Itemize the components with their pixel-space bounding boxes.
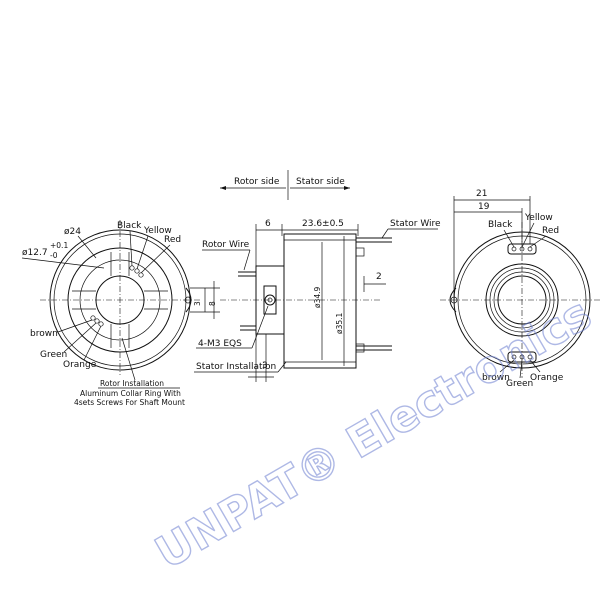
- rear-view: 21 19 Black Yellow Red brown Green Orang…: [440, 189, 600, 389]
- front-wire-yellow: Yellow: [143, 226, 172, 236]
- side-dia-349: ø34.9: [313, 286, 322, 308]
- watermark: UNPAT® Electronics: [147, 289, 600, 580]
- note-screws-shaft-mount: 4sets Screws For Shaft Mount: [74, 398, 185, 407]
- rear-wire-green: Green: [506, 379, 533, 389]
- side-dim-6: 6: [265, 219, 271, 229]
- bore-tolerance-upper: +0.1: [50, 241, 68, 250]
- rear-wire-orange: Orange: [530, 373, 564, 383]
- front-dim-8: 8: [208, 301, 217, 306]
- front-dia-bore: ø12.7: [22, 248, 48, 258]
- rear-wire-yellow: Yellow: [524, 213, 553, 223]
- rear-dim-19: 19: [478, 202, 490, 212]
- front-wire-brown: brown: [30, 329, 58, 339]
- label-stator-side: Stator side: [296, 177, 345, 187]
- side-view: Rotor side Stator side 6 23.6±0.5 Rotor …: [194, 170, 441, 382]
- bore-tolerance-lower: -0: [50, 251, 58, 260]
- side-dim-2: 2: [376, 272, 382, 282]
- rear-wire-brown: brown: [482, 373, 510, 383]
- side-rotor-wire: Rotor Wire: [202, 240, 250, 250]
- front-wire-black: Black: [117, 221, 142, 231]
- side-thread-spec: 4-M3 EQS: [198, 339, 242, 349]
- front-dia-outer: ø24: [64, 227, 81, 237]
- rear-wire-black: Black: [488, 220, 513, 230]
- side-stator-installation: Stator Installation: [196, 362, 276, 372]
- side-dim-length: 23.6±0.5: [302, 219, 344, 229]
- front-wire-green: Green: [40, 350, 67, 360]
- front-wire-red: Red: [164, 235, 181, 245]
- side-dia-351: ø35.1: [335, 312, 344, 334]
- rear-dim-21: 21: [476, 189, 487, 199]
- rear-wire-red: Red: [542, 226, 559, 236]
- label-rotor-side: Rotor side: [234, 177, 280, 187]
- side-stator-wire: Stator Wire: [390, 219, 441, 229]
- front-dim-3: 3: [193, 301, 202, 306]
- note-rotor-installation: Rotor Installation: [100, 379, 164, 388]
- note-aluminum-collar: Aluminum Collar Ring With: [80, 389, 181, 398]
- front-wire-orange: Orange: [63, 360, 97, 370]
- side-dim-3: 3: [262, 361, 268, 371]
- front-view: ø24 ø12.7 +0.1 -0 Black Yellow Red brown…: [21, 220, 220, 407]
